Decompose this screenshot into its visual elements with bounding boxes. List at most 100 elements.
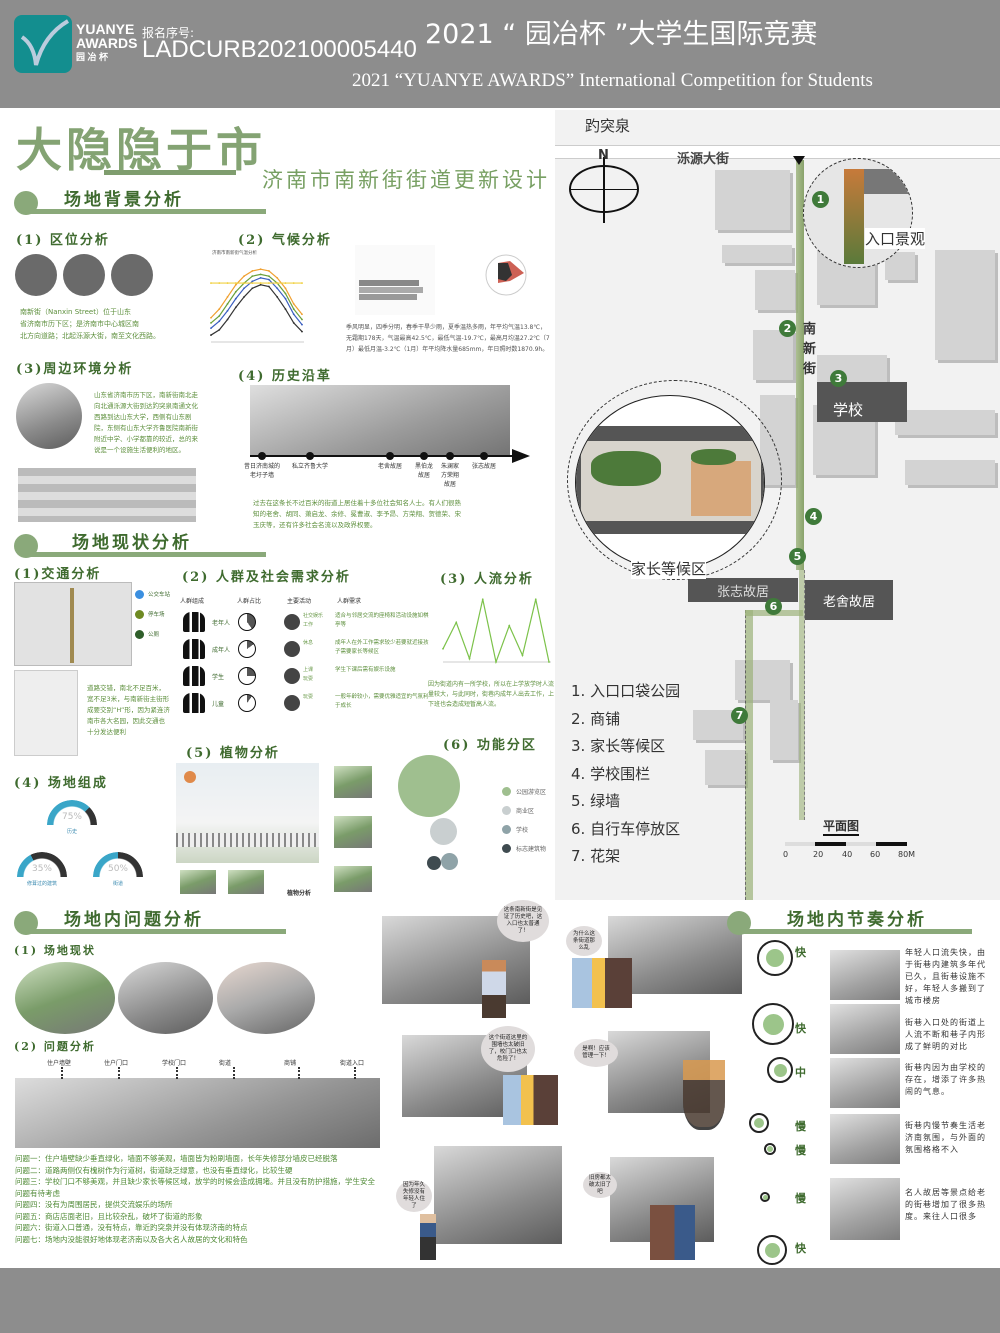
problem-item: 问题七：场地内没能很好地体现老济南以及各大名人故居的文化和特色 xyxy=(15,1234,248,1244)
section-header-status: 场地现状分析 xyxy=(14,528,266,560)
group-need: 一般年龄较小，需要优雅适宜的气氛利于成长 xyxy=(335,694,429,709)
data-point xyxy=(251,270,254,272)
activity-label: 玩耍 xyxy=(303,676,314,682)
spot-pointer xyxy=(298,1067,300,1079)
series-line xyxy=(210,284,303,336)
spot-label: 住户墙壁 xyxy=(47,1060,72,1067)
current-heading: (1) 场地现状 xyxy=(14,944,96,957)
family-illustration xyxy=(503,1075,558,1125)
gauge-label: 历史 xyxy=(66,829,77,835)
activity-label: 社交娱乐 xyxy=(303,613,324,619)
gauge-label: 街道 xyxy=(112,881,123,887)
rhythm-text: 街巷内慢节奏生活老济南氛围，与外面的氛围格格不入 xyxy=(905,1121,986,1154)
data-point xyxy=(301,282,303,284)
people-silhouette-icon xyxy=(183,693,205,713)
data-point xyxy=(210,334,212,336)
section-title: 场地现状分析 xyxy=(72,533,192,553)
timeline-label: 昔日济南城的老圩子墙 xyxy=(243,463,280,479)
flow-text: 因为街道内有一所学校，所以在上学放学时人流量较大，与此同时，街巷内成年人出去工作… xyxy=(428,681,555,708)
rhythm-text: 名人故居等景点给老的街巷增加了很多热度。来往人口很多 xyxy=(905,1188,986,1221)
section-title: 场地内问题分析 xyxy=(64,910,204,930)
data-point xyxy=(284,297,287,300)
data-point xyxy=(548,661,550,663)
data-point xyxy=(210,282,212,284)
data-point xyxy=(243,282,245,284)
data-point xyxy=(251,287,254,290)
text-line: 南新街（Nanxin Street）位于山东 xyxy=(20,308,131,316)
zone-legend-label: 商业区 xyxy=(516,808,535,815)
data-point xyxy=(276,276,279,279)
spot-label: 街道入口 xyxy=(340,1060,365,1067)
rhythm-text: 街巷入口处的街道上人流不断和巷子内形成了鲜明的对比 xyxy=(905,1018,986,1051)
location-heading: (1) 区位分析 xyxy=(16,233,110,248)
section-title: 场地内节奏分析 xyxy=(787,910,927,930)
person-illustration xyxy=(482,960,506,1018)
data-point xyxy=(292,302,295,305)
plan-marker: 6 xyxy=(765,598,782,615)
laoshe-label: 老舍故居 xyxy=(822,594,875,610)
laoshe-residence: 老舍故居 xyxy=(805,580,893,620)
speech-bubble: 旧房都太破太旧了吧 xyxy=(583,1172,617,1198)
avenue-road xyxy=(555,145,1000,159)
timeline-label: 张志故居 xyxy=(471,463,496,470)
site-photo xyxy=(217,962,315,1034)
rhythm-photo xyxy=(830,1058,900,1108)
data-point xyxy=(481,598,484,601)
timeline-label: 老舍故居 xyxy=(377,463,402,470)
yuanye-logo xyxy=(14,15,72,73)
pace-circle-inner xyxy=(773,1063,787,1077)
plan-title: 平面图 xyxy=(823,817,860,836)
data-point xyxy=(468,657,471,660)
data-point xyxy=(301,330,303,333)
pace-circle xyxy=(752,1003,794,1045)
plan-legend-item: 6. 自行车停放区 xyxy=(571,819,681,838)
problem-item: 问题三：学校门口不够美观，并且缺少家长等候区域，放学的时候会造成拥堵。并且没有防… xyxy=(15,1177,375,1198)
footer-bar xyxy=(0,1268,1000,1333)
plan-legend-item: 2. 商铺 xyxy=(571,709,621,728)
history-photo-collage xyxy=(250,385,510,455)
person-illustration xyxy=(420,1214,436,1260)
activity-photo xyxy=(284,641,300,657)
pace-circle-inner xyxy=(762,1013,784,1035)
site-plan-map: 趵突泉 泺源大街 N 学校 张志故居 老舍故居 南新街 入口景观 家长等候区 1… xyxy=(555,110,1000,900)
pace-label: 慢 xyxy=(795,1144,806,1157)
timeline-axis xyxy=(250,455,515,457)
timeline-dot xyxy=(420,452,428,460)
speech-bubble: 因为年久失修没有年轻人住了 xyxy=(396,1180,432,1212)
data-point xyxy=(284,292,287,295)
people-heading: (2) 人群及社会需求分析 xyxy=(182,570,351,585)
spot-label: 住户门口 xyxy=(104,1060,129,1067)
surroundings-text: 山东省济南市历下区，南新街南北走向北通泺源大街到达趵突泉南通文化西路到达山东大学… xyxy=(94,391,198,454)
climate-text: 季风明显，四季分明，春季干旱少雨，夏季温热多雨，年平均气温13.8℃，无霜期17… xyxy=(346,324,550,353)
timeline-dot xyxy=(306,452,314,460)
plan-marker: 1 xyxy=(812,191,829,208)
legend-dot xyxy=(135,590,144,599)
shandong-map-icon xyxy=(63,254,105,296)
zone-legend-dot xyxy=(502,806,511,815)
zone-legend-label: 公园游览区 xyxy=(516,789,547,796)
jinan-map-icon xyxy=(111,254,153,296)
scale-label: 40 xyxy=(842,850,853,859)
detail-building xyxy=(864,169,912,194)
rose-area xyxy=(498,263,512,281)
activity-label: 休息 xyxy=(303,640,314,646)
people-silhouette-icon xyxy=(183,612,205,632)
section-header-rhythm: 场地内节奏分析 xyxy=(727,905,1000,937)
data-point xyxy=(243,287,245,290)
title-divider xyxy=(104,170,236,175)
waiting-detail-circle-outer xyxy=(567,380,782,580)
data-point xyxy=(268,270,270,272)
scale-label: 60 xyxy=(870,850,881,859)
data-point xyxy=(284,282,287,284)
registration-label: 报名序号: xyxy=(142,26,195,40)
data-point xyxy=(521,654,524,657)
spot-pointer xyxy=(354,1067,356,1079)
bar-mark xyxy=(359,294,417,300)
pace-label: 快 xyxy=(795,1022,806,1035)
north-label: N xyxy=(598,148,609,163)
data-point xyxy=(234,282,237,284)
people-silhouette-icon xyxy=(183,666,205,686)
analysis-heading: (2) 问题分析 xyxy=(14,1040,96,1053)
pergola xyxy=(176,833,319,847)
data-point xyxy=(508,624,511,627)
